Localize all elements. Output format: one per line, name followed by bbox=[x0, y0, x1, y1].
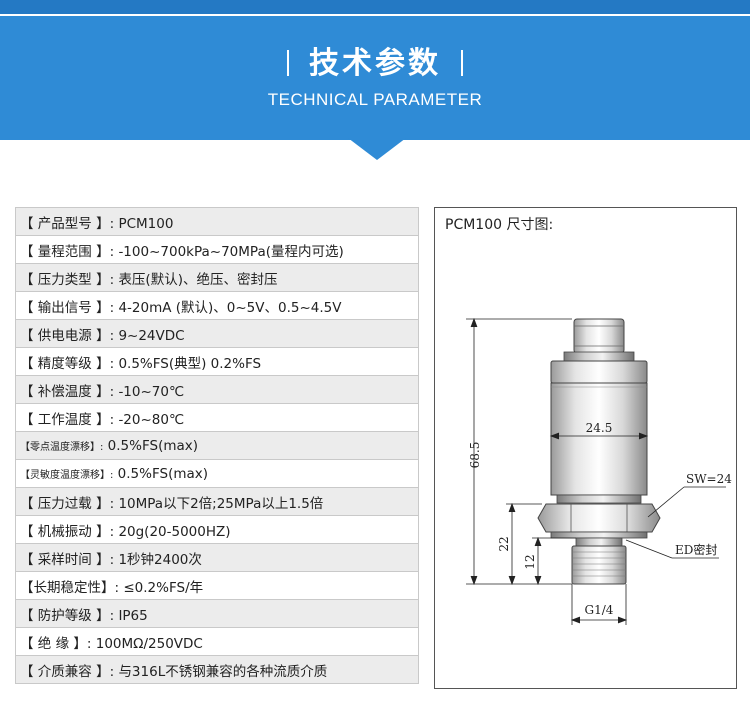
spec-value: -100~700kPa~70MPa(量程内可选) bbox=[118, 243, 344, 260]
hex-nut bbox=[537, 503, 661, 539]
connector-cap bbox=[563, 318, 635, 363]
spec-label: 【 介质兼容 】: bbox=[20, 663, 115, 680]
spec-label: 【 量程范围 】: bbox=[20, 243, 115, 260]
spec-row: 【 绝 缘 】: 100MΩ/250VDC bbox=[15, 627, 419, 656]
spec-label: 【 精度等级 】: bbox=[20, 355, 115, 372]
dim-thread-length bbox=[532, 536, 576, 586]
spec-value: 100MΩ/250VDC bbox=[95, 635, 203, 652]
page-subtitle: TECHNICAL PARAMETER bbox=[267, 90, 483, 109]
dim-label-hex: SW=24 bbox=[686, 472, 732, 486]
spec-value: 10MPa以下2倍;25MPa以上1.5倍 bbox=[118, 495, 324, 512]
spec-cell: 【长期稳定性】: ≤0.2%FS/年 bbox=[15, 571, 419, 600]
spec-label: 【 压力类型 】: bbox=[20, 271, 115, 288]
spec-row: 【灵敏度温度漂移】: 0.5%FS(max) bbox=[15, 459, 419, 488]
spec-row: 【零点温度漂移】: 0.5%FS(max) bbox=[15, 431, 419, 460]
spec-cell: 【 供电电源 】: 9~24VDC bbox=[15, 319, 419, 348]
spec-cell: 【 精度等级 】: 0.5%FS(典型) 0.2%FS bbox=[15, 347, 419, 376]
spec-row: 【 输出信号 】: 4-20mA (默认)、0~5V、0.5~4.5V bbox=[15, 291, 419, 320]
sensor-body bbox=[550, 360, 648, 504]
spec-row: 【 防护等级 】: IP65 bbox=[15, 599, 419, 628]
spec-cell: 【 压力过载 】: 10MPa以下2倍;25MPa以上1.5倍 bbox=[15, 487, 419, 516]
dim-overall-height bbox=[466, 317, 572, 586]
spec-row: 【 工作温度 】: -20~80℃ bbox=[15, 403, 419, 432]
spec-row: 【 产品型号 】: PCM100 bbox=[15, 207, 419, 236]
spec-label: 【 防护等级 】: bbox=[20, 607, 115, 624]
spec-cell: 【 绝 缘 】: 100MΩ/250VDC bbox=[15, 627, 419, 656]
spec-row: 【 压力过载 】: 10MPa以下2倍;25MPa以上1.5倍 bbox=[15, 487, 419, 516]
sensor-dimension-drawing: 68.5 24.5 SW=24 22 12 G1/4 E bbox=[466, 317, 732, 625]
spec-label: 【 工作温度 】: bbox=[20, 411, 115, 428]
spec-cell: 【 补偿温度 】: -10~70℃ bbox=[15, 375, 419, 404]
spec-row: 【 介质兼容 】: 与316L不锈钢兼容的各种流质介质 bbox=[15, 655, 419, 684]
spec-cell: 【零点温度漂移】: 0.5%FS(max) bbox=[15, 431, 419, 460]
spec-value: 表压(默认)、绝压、密封压 bbox=[118, 271, 278, 288]
dim-label-overall-height: 68.5 bbox=[468, 442, 482, 469]
banner-arrow bbox=[348, 138, 406, 160]
spec-value: -20~80℃ bbox=[118, 411, 185, 428]
spec-value: 20g(20-5000HZ) bbox=[118, 523, 231, 540]
spec-row: 【 精度等级 】: 0.5%FS(典型) 0.2%FS bbox=[15, 347, 419, 376]
dim-thread bbox=[570, 584, 628, 625]
spec-value: ≤0.2%FS/年 bbox=[123, 579, 204, 596]
spec-value: 4-20mA (默认)、0~5V、0.5~4.5V bbox=[118, 299, 342, 316]
spec-value: IP65 bbox=[118, 607, 148, 624]
spec-cell: 【 压力类型 】: 表压(默认)、绝压、密封压 bbox=[15, 263, 419, 292]
spec-cell: 【 量程范围 】: -100~700kPa~70MPa(量程内可选) bbox=[15, 235, 419, 264]
spec-label: 【 产品型号 】: bbox=[20, 215, 115, 232]
page-title-row: 技术参数 bbox=[0, 38, 750, 82]
spec-row: 【 补偿温度 】: -10~70℃ bbox=[15, 375, 419, 404]
dim-lower-length bbox=[506, 502, 542, 586]
spec-row: 【 供电电源 】: 9~24VDC bbox=[15, 319, 419, 348]
spec-value: 0.5%FS(max) bbox=[107, 437, 199, 454]
dim-label-lower-length: 22 bbox=[497, 536, 511, 551]
drawing-title: PCM100 尺寸图: bbox=[445, 217, 554, 233]
dim-label-thread: G1/4 bbox=[585, 603, 614, 617]
spec-label: 【 输出信号 】: bbox=[20, 299, 115, 316]
spec-value: 9~24VDC bbox=[118, 327, 185, 344]
dim-label-seal: ED密封 bbox=[675, 542, 717, 557]
spec-label: 【 补偿温度 】: bbox=[20, 383, 115, 400]
thread-fitting bbox=[571, 537, 627, 585]
spec-row: 【 机械振动 】: 20g(20-5000HZ) bbox=[15, 515, 419, 544]
dim-label-thread-length: 12 bbox=[523, 554, 537, 569]
spec-value: PCM100 bbox=[118, 215, 174, 232]
spec-label: 【 供电电源 】: bbox=[20, 327, 115, 344]
spec-row: 【长期稳定性】: ≤0.2%FS/年 bbox=[15, 571, 419, 600]
header-banner bbox=[0, 0, 750, 140]
spec-cell: 【 采样时间 】: 1秒钟2400次 bbox=[15, 543, 419, 572]
spec-label: 【长期稳定性】: bbox=[20, 579, 120, 596]
spec-row: 【 压力类型 】: 表压(默认)、绝压、密封压 bbox=[15, 263, 419, 292]
spec-value: 1秒钟2400次 bbox=[118, 551, 202, 568]
spec-value: -10~70℃ bbox=[118, 383, 185, 400]
spec-label: 【 采样时间 】: bbox=[20, 551, 115, 568]
spec-value: 0.5%FS(max) bbox=[117, 465, 209, 482]
dim-hex-leader bbox=[647, 486, 726, 518]
spec-label: 【 压力过载 】: bbox=[20, 495, 115, 512]
spec-row: 【 采样时间 】: 1秒钟2400次 bbox=[15, 543, 419, 572]
spec-cell: 【灵敏度温度漂移】: 0.5%FS(max) bbox=[15, 459, 419, 488]
dim-body-diameter bbox=[549, 432, 649, 440]
spec-table: 【 产品型号 】: PCM100 【 量程范围 】: -100~700kPa~7… bbox=[15, 207, 419, 684]
spec-label: 【 机械振动 】: bbox=[20, 523, 115, 540]
title-divider-left bbox=[287, 50, 289, 76]
page-title: 技术参数 bbox=[309, 46, 441, 81]
spec-label: 【 绝 缘 】: bbox=[20, 635, 92, 652]
spec-label: 【零点温度漂移】: bbox=[20, 441, 104, 453]
spec-cell: 【 产品型号 】: PCM100 bbox=[15, 207, 419, 236]
spec-cell: 【 输出信号 】: 4-20mA (默认)、0~5V、0.5~4.5V bbox=[15, 291, 419, 320]
spec-cell: 【 介质兼容 】: 与316L不锈钢兼容的各种流质介质 bbox=[15, 655, 419, 684]
spec-cell: 【 机械振动 】: 20g(20-5000HZ) bbox=[15, 515, 419, 544]
spec-cell: 【 防护等级 】: IP65 bbox=[15, 599, 419, 628]
spec-label: 【灵敏度温度漂移】: bbox=[20, 469, 114, 481]
spec-row: 【 量程范围 】: -100~700kPa~70MPa(量程内可选) bbox=[15, 235, 419, 264]
dim-label-body-diameter: 24.5 bbox=[586, 421, 613, 435]
spec-value: 与316L不锈钢兼容的各种流质介质 bbox=[118, 663, 328, 680]
dim-seal-leader bbox=[625, 539, 719, 559]
title-divider-right bbox=[461, 50, 463, 76]
spec-cell: 【 工作温度 】: -20~80℃ bbox=[15, 403, 419, 432]
spec-value: 0.5%FS(典型) 0.2%FS bbox=[118, 355, 262, 372]
